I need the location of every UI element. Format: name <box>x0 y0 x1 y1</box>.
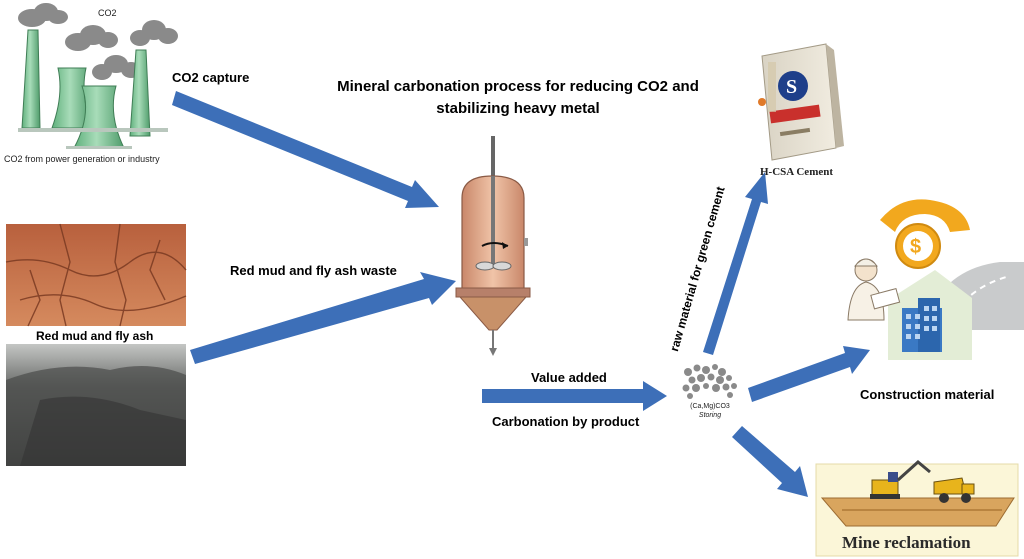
carbonate-formula: (Ca,Mg)CO3 <box>690 403 730 410</box>
ground-line <box>18 128 168 132</box>
red-mud-photo <box>5 223 187 327</box>
storing-text: Storing <box>698 412 722 419</box>
carbonate-particles <box>682 364 737 399</box>
arrow-co2-to-reactor <box>172 91 439 208</box>
excavator-icon <box>870 460 931 499</box>
smoke-cloud <box>18 3 178 80</box>
cement-label: H-CSA Cement <box>760 166 834 178</box>
construction-material-label: Construction material <box>860 387 995 402</box>
arrow-value-added <box>482 381 667 411</box>
reactor-vessel <box>455 136 531 356</box>
cement-bag-illustration: S <box>758 43 844 161</box>
arrow-waste-to-reactor <box>190 272 456 364</box>
coin-arc <box>880 199 970 232</box>
value-added-label: Value added <box>531 370 607 385</box>
stirrer-shaft-top <box>491 136 495 176</box>
carbonation-by-product-label: Carbonation by product <box>492 414 640 429</box>
title-line-1: Mineral carbonation process for reducing… <box>337 78 699 95</box>
red-mud-caption: Red mud and fly ash <box>36 329 154 343</box>
ground-line <box>66 146 132 149</box>
mine-illustration <box>815 460 1019 557</box>
chimney <box>129 49 151 137</box>
title-line-2: stabilizing heavy metal <box>436 100 600 117</box>
cement-logo <box>778 71 808 101</box>
red-mud-waste-label: Red mud and fly ash waste <box>230 263 397 278</box>
flow-arrows <box>172 91 870 497</box>
mine-reclamation-label: Mine reclamation <box>842 533 971 552</box>
page-title: Mineral carbonation process for reducing… <box>318 76 718 120</box>
arrow-to-mine <box>732 426 808 497</box>
co2-source-caption: CO2 from power generation or industry <box>4 154 160 164</box>
chimney <box>21 29 41 129</box>
reactor-cone <box>458 296 528 331</box>
svg-text:S: S <box>786 76 797 98</box>
arrow-to-construction <box>748 346 870 402</box>
impeller <box>475 261 495 271</box>
co2-capture-label: CO2 capture <box>172 70 250 85</box>
arrow-to-cement <box>703 172 768 355</box>
construction-illustration: $ <box>847 199 1024 360</box>
co2-symbol-label: CO2 <box>98 8 117 18</box>
engineer-figure <box>847 258 901 321</box>
power-plant-illustration <box>18 3 178 149</box>
dump-truck-icon <box>933 477 975 503</box>
storing-label: (Ca,Mg)CO3 Storing <box>682 402 738 420</box>
pit-terrain <box>820 497 1015 527</box>
fly-ash-photo <box>6 344 186 466</box>
svg-text:$: $ <box>910 236 921 258</box>
